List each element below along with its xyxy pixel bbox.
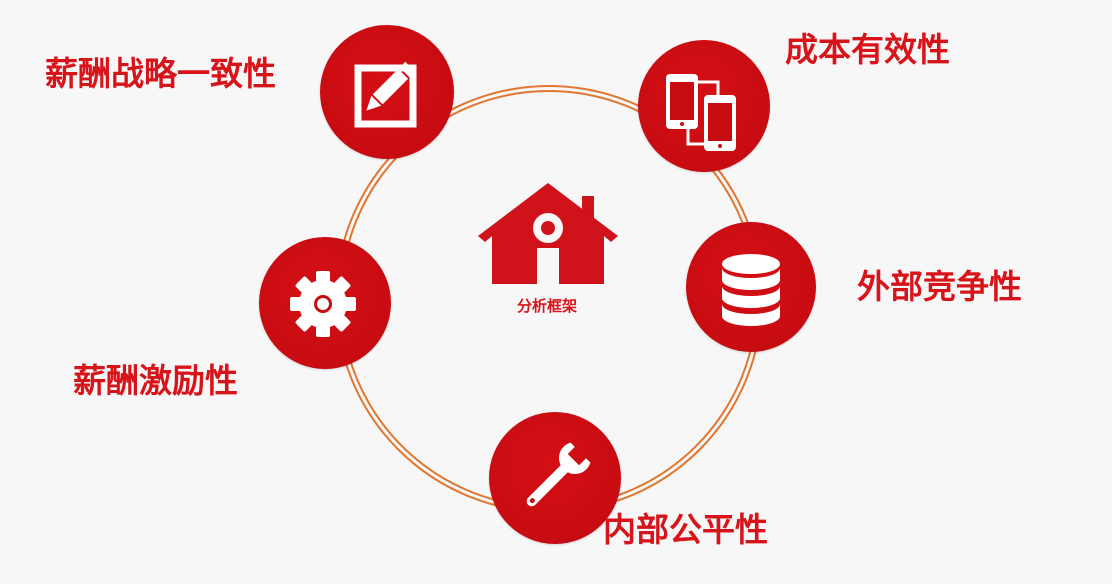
edit-pencil-icon — [354, 61, 417, 128]
gear-icon — [290, 271, 356, 337]
node-internal — [489, 412, 621, 544]
node-incentive — [259, 237, 391, 369]
house-icon — [478, 183, 618, 284]
center-label: 分析框架 — [517, 297, 578, 315]
node-external — [686, 222, 816, 352]
mobile-devices-icon — [666, 74, 736, 151]
label-external: 外部竞争性 — [857, 267, 1022, 306]
label-incentive: 薪酬激励性 — [73, 361, 238, 400]
label-cost: 成本有效性 — [785, 30, 950, 69]
node-cost — [638, 40, 770, 172]
wrench-icon — [526, 442, 591, 507]
node-strategy — [320, 25, 454, 159]
label-internal: 内部公平性 — [603, 510, 768, 549]
center-hub: 分析框架 — [478, 178, 618, 328]
label-strategy: 薪酬战略一致性 — [45, 54, 276, 93]
database-icon — [722, 254, 780, 326]
